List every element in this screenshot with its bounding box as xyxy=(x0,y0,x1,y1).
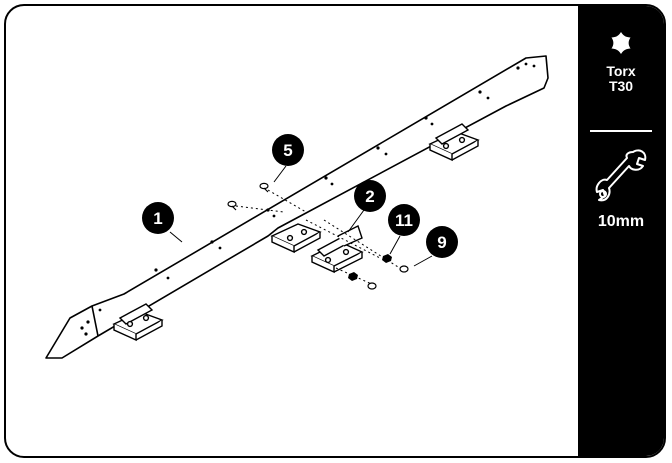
diagram-frame: 1 5 2 11 9 Torx T30 xyxy=(4,4,666,458)
callout-2-label: 2 xyxy=(365,187,374,206)
callout-11: 11 xyxy=(388,204,420,236)
callout-9-label: 9 xyxy=(437,233,446,252)
wrench-icon xyxy=(595,149,647,202)
torx-star-icon xyxy=(611,32,631,54)
rail-holes xyxy=(80,62,536,336)
sidebar-divider xyxy=(590,130,652,132)
nut-11a xyxy=(382,254,392,263)
callout-9: 9 xyxy=(426,226,458,258)
callout-11-label: 11 xyxy=(395,211,413,230)
callout-2: 2 xyxy=(354,180,386,212)
assembly-diagram: 1 5 2 11 9 xyxy=(45,55,549,359)
wrench-size-label: 10mm xyxy=(597,213,645,230)
washer-9a xyxy=(399,265,409,273)
torx-tool: Torx T30 xyxy=(578,30,664,94)
washer-9b xyxy=(367,282,377,290)
screw-5a xyxy=(227,200,237,211)
callout-leaders xyxy=(169,165,433,267)
callout-5-label: 5 xyxy=(283,141,292,160)
bracket-right xyxy=(428,123,480,162)
screw-5b xyxy=(259,182,269,193)
wrench-tool: 10mm xyxy=(578,146,664,230)
tools-sidebar: Torx T30 10mm xyxy=(578,6,664,456)
torx-label-line1: Torx xyxy=(606,63,636,79)
callout-1: 1 xyxy=(142,202,174,234)
callout-5: 5 xyxy=(272,134,304,166)
torx-label-line2: T30 xyxy=(608,78,634,94)
bracket-middle xyxy=(270,223,322,254)
nut-11b xyxy=(348,272,358,281)
bracket-left xyxy=(112,303,164,342)
callout-1-label: 1 xyxy=(153,209,162,228)
rail-part xyxy=(45,55,549,359)
